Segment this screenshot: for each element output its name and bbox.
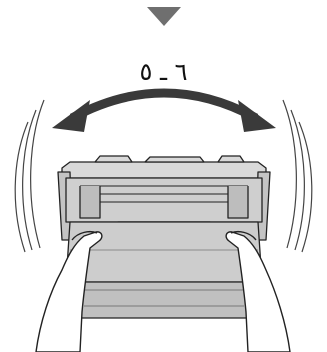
step-number-label: ٦ ـ ٥ bbox=[0, 58, 327, 86]
motion-lines-left bbox=[15, 100, 44, 252]
motion-lines-right bbox=[283, 100, 312, 252]
down-triangle-icon bbox=[147, 7, 181, 26]
double-headed-curved-arrow-icon bbox=[52, 93, 276, 132]
